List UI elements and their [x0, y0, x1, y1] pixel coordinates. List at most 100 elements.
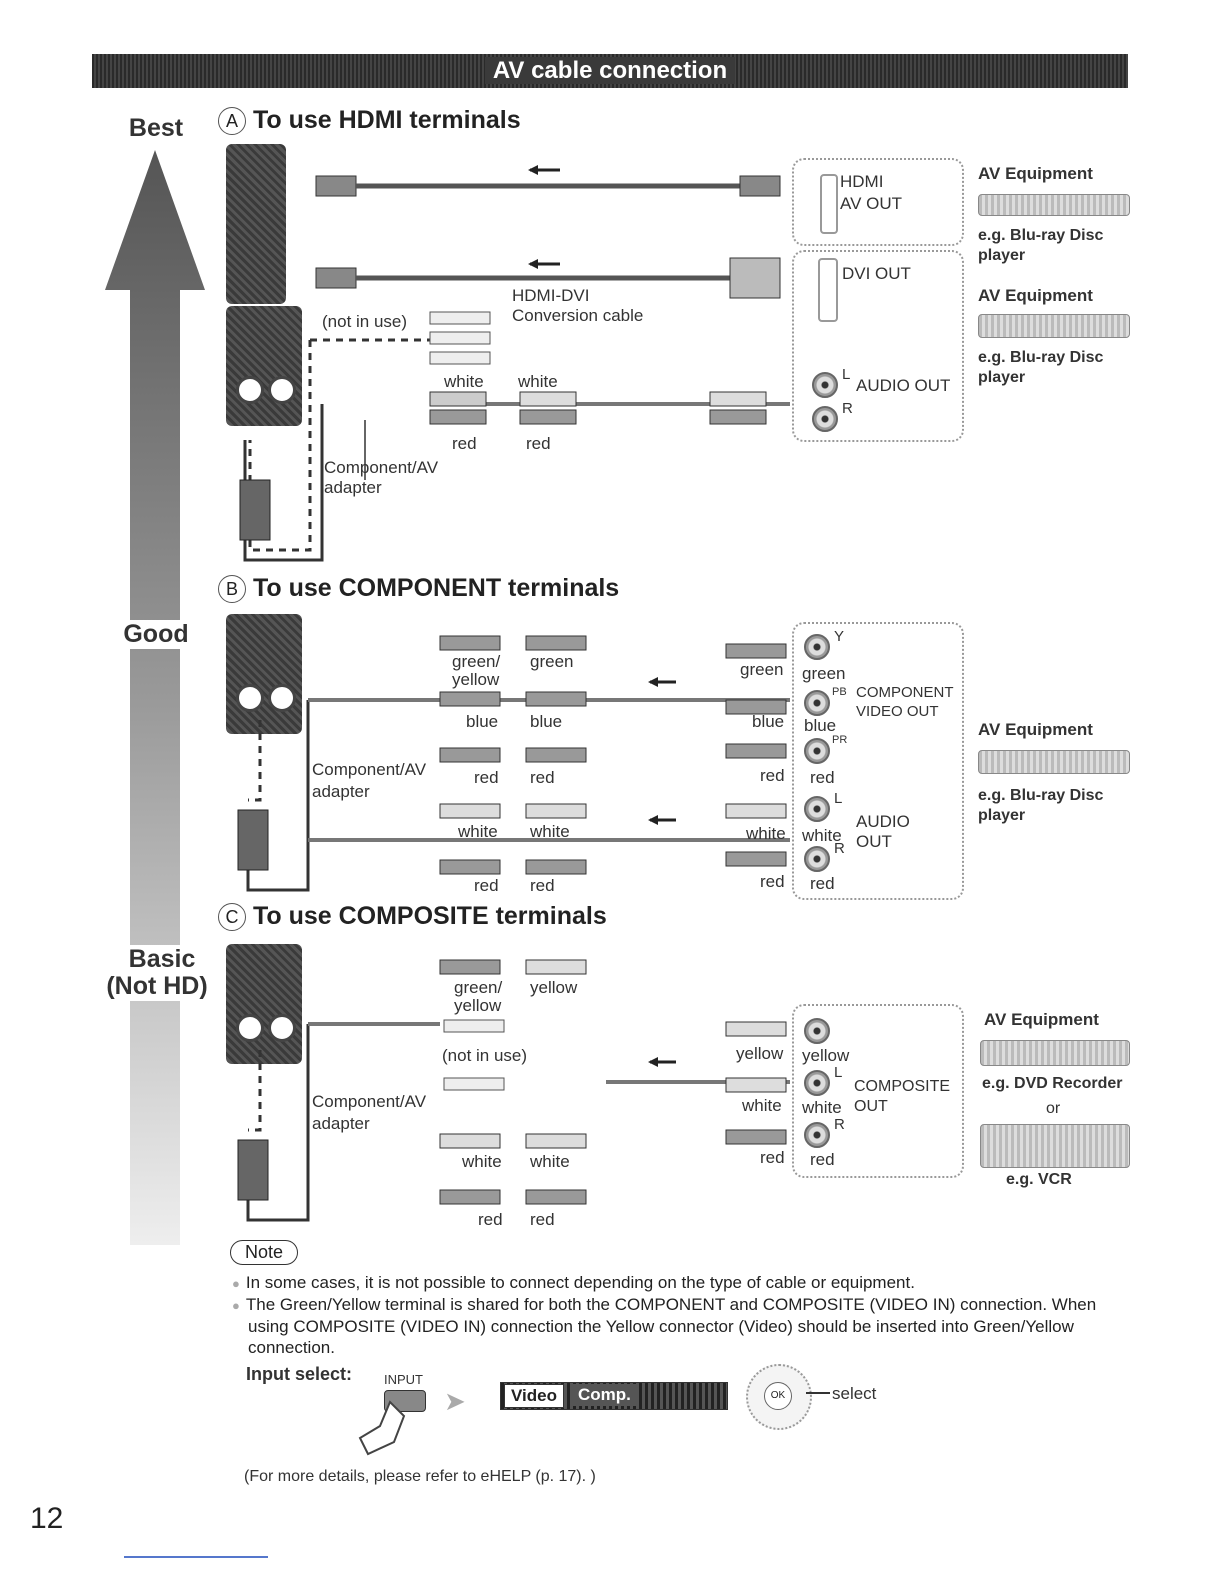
right-label-green: green: [740, 660, 784, 679]
cable-label-red: red: [452, 434, 477, 453]
ok-button-icon[interactable]: OK: [764, 1382, 792, 1410]
tv-av-panel-c: [226, 944, 302, 1064]
level-basic: Basic: [112, 945, 212, 974]
audio-r-label: R: [834, 840, 845, 857]
adapter-label-2: adapter: [324, 478, 382, 497]
section-c-title: C To use COMPOSITE terminals: [218, 902, 607, 932]
audio-out-label: AUDIO: [856, 812, 910, 831]
equip1-sub: e.g. Blu-ray Disc: [978, 227, 1104, 244]
cable-label-red: red: [474, 768, 499, 787]
bluray-player-icon: [978, 194, 1130, 216]
pb-jack-icon: [804, 690, 830, 716]
audio-l-label: L: [834, 790, 843, 807]
note-bullet: In some cases, it is not possible to con…: [232, 1272, 1122, 1294]
section-c-letter-icon: C: [218, 903, 246, 932]
cable-label-red: red: [526, 434, 551, 453]
component-out-panel: [792, 622, 964, 900]
audio-r-label: R: [842, 400, 853, 417]
pb-label: PB: [832, 686, 847, 698]
bottom-link-underline: [124, 1556, 268, 1558]
dvi-out-panel: [792, 250, 964, 442]
hdmi-dvi-label: HDMI-DVI: [512, 286, 590, 305]
y-jack-icon: [804, 634, 830, 660]
av-out-label: AV OUT: [840, 194, 903, 213]
level-good: Good: [112, 620, 200, 649]
page-number: 12: [30, 1502, 64, 1535]
av-jack-icon: [236, 1014, 264, 1042]
hdmi-out-label: HDMI: [840, 172, 884, 191]
select-label: select: [832, 1384, 877, 1403]
video-option[interactable]: Video: [504, 1384, 564, 1408]
y-label: Y: [834, 628, 845, 645]
note-label: Note: [230, 1240, 299, 1265]
banner-title: AV cable connection: [484, 57, 736, 84]
section-c-title-text: To use COMPOSITE terminals: [252, 902, 607, 930]
adapter-label-2: adapter: [312, 1114, 370, 1133]
av-jack-icon: [268, 1014, 296, 1042]
quality-arrow: [105, 150, 205, 1245]
conversion-cable-label: Conversion cable: [512, 306, 644, 325]
equip-sub2: player: [978, 807, 1026, 824]
equip1-title: AV Equipment: [978, 164, 1093, 183]
not-in-use-label: (not in use): [322, 312, 408, 331]
audio-l-jack-icon: [804, 796, 830, 822]
section-b-title: B To use COMPONENT terminals: [218, 574, 620, 604]
adapter-label: Component/AV: [312, 760, 427, 779]
pr-label: PR: [832, 734, 848, 746]
dvi-out-label: DVI OUT: [842, 264, 911, 283]
equip-sub: e.g. Blu-ray Disc: [978, 787, 1104, 804]
adapter-label: Component/AV: [324, 458, 439, 477]
component-video-out-label-2: VIDEO OUT: [856, 703, 939, 720]
hdmi-wiring: [239, 165, 790, 562]
page-banner: AV cable connection: [92, 54, 1128, 88]
composite-out-label: OUT: [854, 1098, 888, 1115]
adapter-label: Component/AV: [312, 1092, 427, 1111]
input-select-label: Input select:: [246, 1364, 353, 1384]
section-b-letter-icon: B: [218, 575, 246, 604]
jack-label-red: red: [810, 874, 835, 893]
tv-hdmi-panel: [226, 144, 286, 304]
cable-label-yellow: yellow: [530, 978, 578, 997]
cable-label-red: red: [474, 876, 499, 895]
jack-label-blue: blue: [804, 716, 837, 735]
cable-label-red: red: [530, 1210, 555, 1229]
not-in-use-label: (not in use): [442, 1046, 528, 1065]
section-a-letter-icon: A: [218, 107, 246, 136]
right-label-red: red: [760, 1148, 785, 1167]
cable-label-green-yellow-2: yellow: [454, 996, 502, 1015]
input-key-label: INPUT: [384, 1372, 423, 1387]
section-a-title: A To use HDMI terminals: [218, 106, 521, 136]
cable-label-red: red: [478, 1210, 503, 1229]
bluray-player-icon: [978, 314, 1130, 338]
audio-l-label: L: [834, 1064, 843, 1081]
jack-label-red: red: [810, 768, 835, 787]
adapter-label-2: adapter: [312, 782, 370, 801]
cable-label-blue: blue: [466, 712, 499, 731]
audio-l-jack-icon: [812, 372, 838, 398]
dvi-port-icon: [818, 258, 838, 322]
av-jack-icon: [268, 684, 296, 712]
tv-av-panel-a: [226, 306, 302, 426]
composite-out-panel: [792, 1004, 964, 1178]
right-label-white: white: [742, 1096, 782, 1115]
jack-label-white: white: [802, 826, 842, 845]
equip-vcr: e.g. VCR: [1006, 1171, 1072, 1188]
pr-jack-icon: [804, 738, 830, 764]
hdmi-port-icon: [820, 174, 838, 234]
cable-label-white: white: [444, 372, 484, 391]
section-b-title-text: To use COMPONENT terminals: [252, 574, 620, 602]
audio-l-jack-icon: [804, 1070, 830, 1096]
jack-label-red: red: [810, 1150, 835, 1169]
audio-l-label: L: [842, 366, 851, 383]
cable-label-white: white: [462, 1152, 502, 1171]
comp-option[interactable]: Comp.: [572, 1384, 637, 1406]
audio-r-jack-icon: [804, 846, 830, 872]
audio-r-jack-icon: [804, 1122, 830, 1148]
cable-label-white: white: [458, 822, 498, 841]
right-label-red: red: [760, 872, 785, 891]
equip-dvd: e.g. DVD Recorder: [982, 1075, 1123, 1092]
right-label-red: red: [760, 766, 785, 785]
component-wiring: [237, 635, 790, 892]
audio-out-label-2: OUT: [856, 832, 892, 851]
dvd-recorder-icon: [980, 1040, 1130, 1066]
